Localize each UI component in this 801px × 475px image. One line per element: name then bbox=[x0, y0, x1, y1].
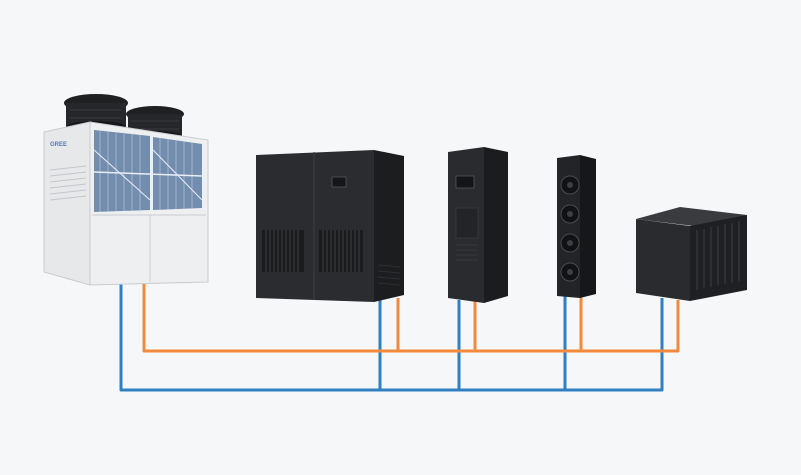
return-pipe-network bbox=[119, 282, 664, 392]
control-display-icon bbox=[331, 176, 347, 188]
outdoor-chiller-unit: GREE bbox=[43, 94, 209, 286]
supply-pipe-main bbox=[142, 278, 680, 353]
overhead-cooling-unit bbox=[636, 207, 747, 301]
supply-pipe-network bbox=[142, 278, 680, 353]
return-pipe-main bbox=[119, 282, 664, 392]
vent-grille-left bbox=[262, 230, 304, 272]
large-precision-ac-unit bbox=[256, 150, 404, 302]
vent-grille-right bbox=[319, 230, 363, 272]
fan-icon-3 bbox=[560, 233, 580, 253]
brand-logo: GREE bbox=[50, 142, 67, 148]
cabinet-display-icon bbox=[455, 175, 475, 189]
fan-icon-1 bbox=[560, 175, 580, 195]
fan-icon-2 bbox=[560, 204, 580, 224]
slim-cabinet-precision-ac-unit bbox=[448, 147, 508, 303]
rear-door-fan-cooler-unit bbox=[557, 155, 596, 298]
fan-icon-4 bbox=[560, 262, 580, 282]
